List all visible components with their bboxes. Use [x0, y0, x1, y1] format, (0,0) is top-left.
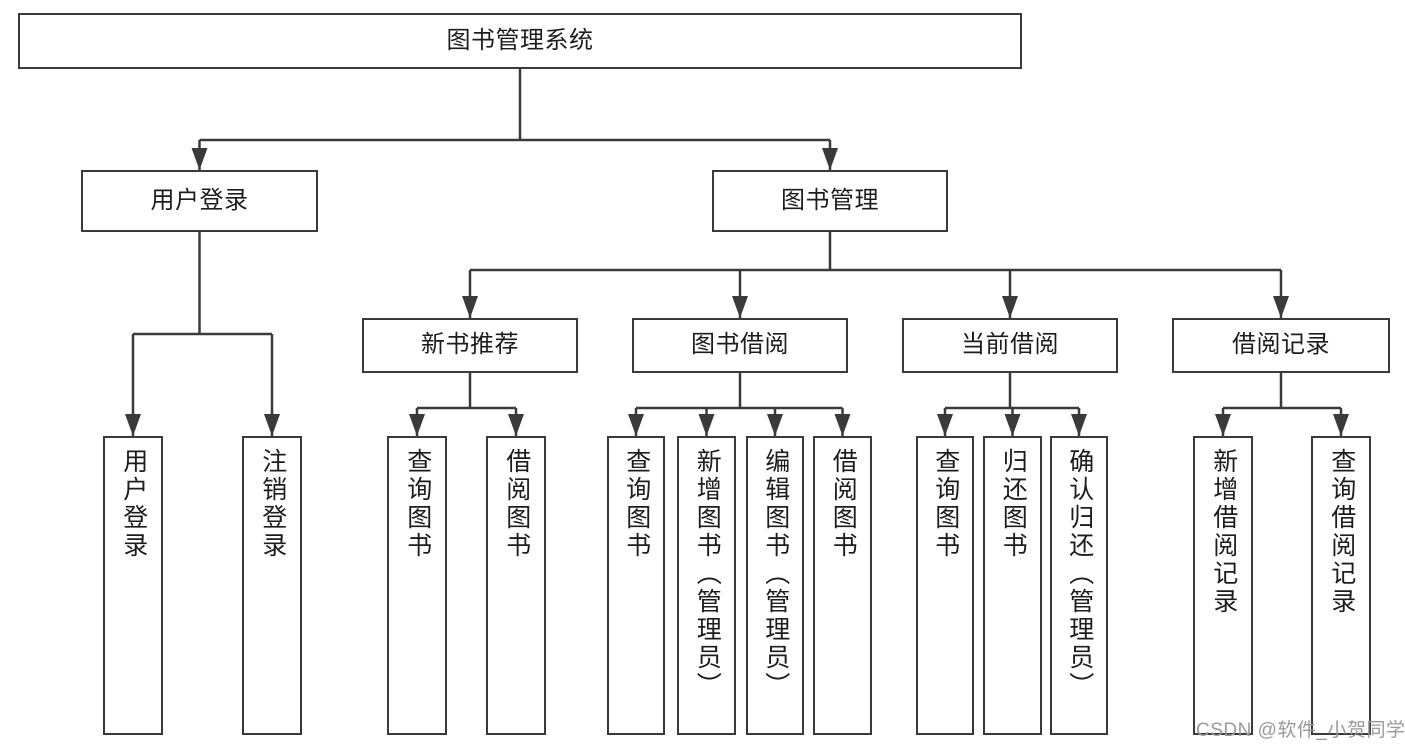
arrowhead-icon: [1002, 296, 1018, 318]
arrowhead-icon: [698, 414, 715, 436]
node-label: 用户登录: [150, 186, 249, 214]
node-label: 图书管理: [781, 186, 879, 214]
node-leaf-query-book-2[interactable]: 查询图书: [607, 436, 665, 735]
arrowhead-icon: [1071, 414, 1087, 436]
node-book-manage[interactable]: 图书管理: [712, 170, 948, 232]
node-label: 新增借阅记录: [1209, 448, 1238, 616]
arrowhead-icon: [1004, 414, 1021, 436]
node-label: 确认归还（管理员）: [1065, 448, 1094, 700]
node-label: 注销登录: [258, 448, 287, 560]
arrowhead-icon: [264, 414, 280, 436]
node-label: 借阅图书: [502, 448, 531, 560]
node-leaf-return-book[interactable]: 归还图书: [983, 436, 1042, 735]
arrowhead-icon: [767, 414, 783, 436]
arrowhead-icon: [822, 148, 838, 170]
arrowhead-icon: [628, 414, 644, 436]
node-label: 查询图书: [931, 448, 960, 560]
node-leaf-borrow-book-2[interactable]: 借阅图书: [813, 436, 872, 735]
node-label: 新书推荐: [421, 331, 519, 359]
node-label: 归还图书: [999, 448, 1028, 560]
node-new-book-rec[interactable]: 新书推荐: [362, 318, 578, 373]
node-book-borrow[interactable]: 图书借阅: [632, 318, 848, 373]
node-label: 查询图书: [403, 448, 432, 560]
node-label: 查询图书: [622, 448, 651, 560]
node-label: 借阅记录: [1232, 331, 1330, 359]
node-leaf-edit-book[interactable]: 编辑图书（管理员）: [746, 436, 804, 735]
arrowhead-icon: [1215, 414, 1231, 436]
node-leaf-add-book[interactable]: 新增图书（管理员）: [677, 436, 736, 735]
node-leaf-user-login[interactable]: 用户登录: [103, 436, 163, 735]
node-leaf-confirm-return[interactable]: 确认归还（管理员）: [1050, 436, 1108, 735]
node-leaf-query-book-3[interactable]: 查询图书: [916, 436, 974, 735]
arrowhead-icon: [1273, 296, 1289, 318]
node-label: 用户登录: [119, 448, 148, 560]
arrowhead-icon: [937, 414, 953, 436]
watermark: CSDN @软件_小贺同学: [1196, 720, 1405, 741]
arrowhead-icon: [834, 414, 851, 436]
arrowhead-icon: [409, 414, 425, 436]
node-borrow-record[interactable]: 借阅记录: [1172, 318, 1390, 373]
arrowhead-icon: [191, 148, 208, 170]
arrowhead-icon: [1333, 414, 1349, 436]
node-label: 新增图书（管理员）: [693, 448, 722, 700]
node-label: 借阅图书: [829, 448, 858, 560]
node-label: 图书管理系统: [446, 26, 594, 54]
node-label: 编辑图书（管理员）: [761, 448, 790, 700]
node-leaf-borrow-book-1[interactable]: 借阅图书: [486, 436, 546, 735]
node-leaf-query-book-1[interactable]: 查询图书: [387, 436, 447, 735]
arrowhead-icon: [508, 414, 524, 436]
node-leaf-query-record[interactable]: 查询借阅记录: [1311, 436, 1371, 735]
node-label: 查询借阅记录: [1327, 448, 1356, 616]
node-root[interactable]: 图书管理系统: [18, 13, 1022, 69]
node-current-borrow[interactable]: 当前借阅: [902, 318, 1118, 373]
node-user-login[interactable]: 用户登录: [81, 170, 318, 232]
arrowhead-icon: [732, 296, 748, 318]
node-label: 当前借阅: [961, 331, 1059, 359]
arrowhead-icon: [462, 296, 478, 318]
node-label: 图书借阅: [691, 331, 789, 359]
node-leaf-logout[interactable]: 注销登录: [242, 436, 302, 735]
arrowhead-icon: [125, 414, 141, 436]
node-leaf-add-record[interactable]: 新增借阅记录: [1193, 436, 1253, 735]
